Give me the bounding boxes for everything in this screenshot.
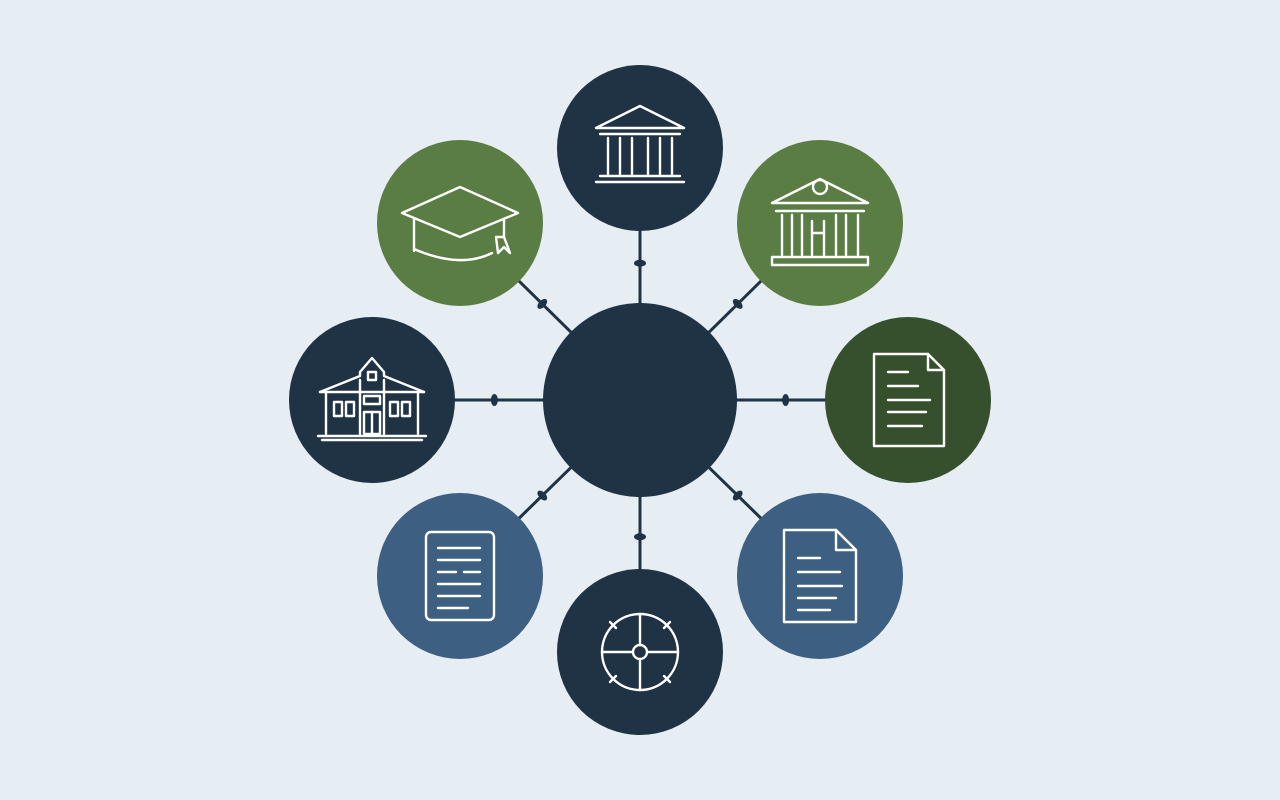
node-circle-bottom-left [377, 493, 543, 659]
connector-joint-top-left [537, 298, 548, 309]
connector-bottom-left [516, 465, 574, 521]
graduation-cap-icon [400, 185, 520, 262]
node-circle-top-left [377, 140, 543, 306]
connector-top-right [706, 278, 764, 335]
node-circle-top-right [737, 140, 903, 306]
connector-top-left [516, 278, 574, 335]
document-icon [872, 352, 946, 448]
node-circle-top [557, 65, 723, 231]
museum-building-icon [770, 177, 870, 267]
node-top-left [377, 140, 543, 306]
node-top-right [737, 140, 903, 306]
node-right [825, 317, 991, 483]
connector-bottom-right [706, 465, 764, 521]
nodes [289, 65, 991, 735]
connector-joint-bottom-right [732, 490, 743, 501]
connector-joint-top-right [732, 298, 743, 309]
connector-joint-left [490, 394, 498, 406]
file-icon [782, 528, 858, 624]
node-top [557, 65, 723, 231]
node-bottom-left [377, 493, 543, 659]
classical-building-icon [594, 104, 686, 184]
node-circle-bottom-right [737, 493, 903, 659]
node-circle-bottom [557, 569, 723, 735]
connector-joint-right [782, 394, 790, 406]
node-bottom-right [737, 493, 903, 659]
connector-joint-top [634, 259, 646, 267]
connector-joint-bottom-left [537, 490, 548, 501]
node-bottom [557, 569, 723, 735]
connector-joint-bottom [634, 533, 646, 541]
target-crosshair-icon [600, 612, 680, 692]
text-document-icon [424, 530, 496, 622]
connectors [453, 229, 827, 571]
node-circle-left [289, 317, 455, 483]
node-left [289, 317, 455, 483]
school-building-icon [316, 356, 428, 442]
central-hub [543, 303, 737, 497]
